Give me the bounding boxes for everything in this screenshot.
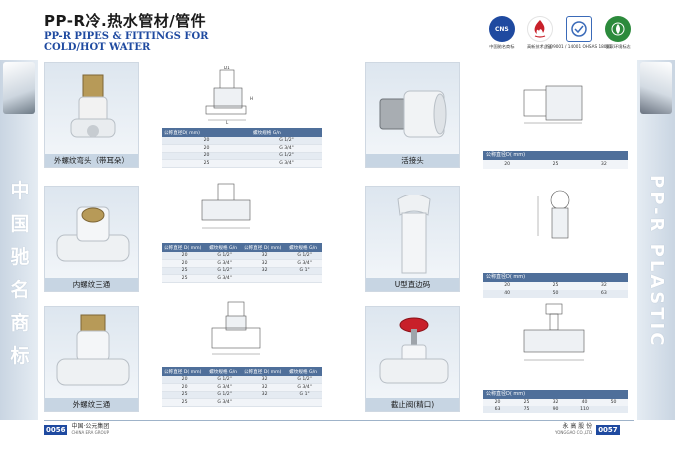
elbow-drawing: D1 L H bbox=[205, 66, 253, 125]
hitech-caption: 高新技术企业 bbox=[526, 44, 553, 49]
footer-divider bbox=[44, 420, 634, 421]
u-clip-drawing bbox=[537, 190, 570, 239]
right-side-strip bbox=[637, 60, 675, 420]
male-tee-image bbox=[56, 314, 130, 386]
elbow-image bbox=[70, 74, 116, 138]
table-header: 公称直径D( mm) bbox=[162, 128, 251, 137]
footer-left: 0056 中国·公元集团 CHINA ERA GROUP bbox=[44, 424, 109, 435]
cns-logo: CNS 中国驰名商标 bbox=[485, 16, 519, 58]
table-header: 螺纹规格 G/n bbox=[250, 128, 322, 137]
eco-logo: 国家环境标志 bbox=[601, 16, 635, 58]
table-row: 20 25 32 40 50 bbox=[483, 399, 628, 406]
u-clip-label: U型直边码 bbox=[366, 278, 459, 291]
elbow-photo: 外螺纹弯头（带耳朵） bbox=[44, 62, 139, 168]
iso-icon bbox=[565, 16, 592, 42]
male-tee-label: 外螺纹三通 bbox=[45, 398, 138, 411]
union-table-header: 公称直径D( mm) bbox=[483, 151, 628, 160]
valve-image bbox=[379, 317, 449, 384]
table-row: 63 75 90 110 bbox=[483, 406, 628, 413]
valve-table-header: 公称直径D( mm) bbox=[483, 390, 628, 399]
u-clip-spec-table: 20 25 32 40 50 63 bbox=[483, 282, 628, 298]
table-row: 20 25 32 bbox=[483, 160, 628, 169]
cns-icon: CNS bbox=[488, 16, 515, 42]
table-row: 40 50 63 bbox=[483, 290, 628, 298]
elbow-label: 外螺纹弯头（带耳朵） bbox=[45, 154, 138, 167]
flame-icon bbox=[526, 16, 553, 42]
page-number-right: 0057 bbox=[596, 424, 620, 435]
subtitle-line-2: COLD/HOT WATER bbox=[44, 42, 151, 53]
certification-logos: CNS 中国驰名商标 高新技术企业 ISO9001 / 14001 OHSAS … bbox=[485, 16, 635, 58]
footer-right: 永 高 股 份 YONGGAO CO.,LTD 0057 bbox=[555, 424, 620, 435]
union-drawing bbox=[523, 85, 583, 124]
u-clip-image bbox=[397, 195, 431, 274]
svg-text:D1: D1 bbox=[224, 66, 230, 70]
female-tee-label: 内螺纹三通 bbox=[45, 278, 138, 291]
female-tee-spec-table: 公称直径 D( mm) 螺纹规格 G/n 公称直径 D( mm) 螺纹规格 G/… bbox=[162, 243, 322, 283]
hitech-logo: 高新技术企业 bbox=[523, 16, 557, 58]
left-vertical-text: 中 国 驰 名 商 标 bbox=[10, 180, 30, 367]
valve-label: 截止阀(精口) bbox=[366, 398, 459, 411]
footer-company-right: 永 高 股 份 YONGGAO CO.,LTD bbox=[555, 423, 593, 436]
valve-drawing bbox=[523, 303, 585, 361]
male-tee-drawing bbox=[211, 301, 261, 355]
iso-logo: ISO9001 / 14001 OHSAS 18001 bbox=[546, 16, 612, 58]
left-thumbnail bbox=[3, 62, 35, 114]
female-tee-image bbox=[56, 206, 130, 262]
subtitle-line-1: PP-R PIPES & FITTINGS FOR bbox=[44, 31, 209, 42]
left-side-strip bbox=[0, 60, 38, 420]
page-number-left: 0056 bbox=[44, 424, 68, 435]
u-clip-photo: U型直边码 bbox=[365, 186, 460, 292]
iso-caption: ISO9001 / 14001 OHSAS 18001 bbox=[545, 44, 612, 49]
eco-caption: 国家环境标志 bbox=[605, 44, 631, 49]
page-title: PP-R冷.热水管材/管件 bbox=[44, 12, 207, 30]
valve-photo: 截止阀(精口) bbox=[365, 306, 460, 412]
right-thumbnail bbox=[640, 62, 672, 114]
male-tee-photo: 外螺纹三通 bbox=[44, 306, 139, 412]
female-tee-photo: 内螺纹三通 bbox=[44, 186, 139, 292]
page-subtitle: PP-R PIPES & FITTINGS FOR COLD/HOT WATER bbox=[44, 31, 208, 53]
right-vertical-text: PP-R PLASTIC bbox=[646, 175, 667, 349]
female-tee-drawing bbox=[201, 183, 251, 229]
male-tee-spec-table: 公称直径 D( mm) 螺纹规格 G/n 公称直径 D( mm) 螺纹规格 G/… bbox=[162, 367, 322, 407]
eco-icon bbox=[605, 16, 632, 42]
union-label: 活接头 bbox=[366, 154, 459, 167]
union-photo: 活接头 bbox=[365, 62, 460, 168]
cns-caption: 中国驰名商标 bbox=[489, 44, 515, 49]
union-image bbox=[379, 90, 447, 138]
svg-text:L: L bbox=[226, 120, 229, 125]
svg-text:H: H bbox=[250, 96, 253, 101]
valve-spec-table: 20 25 32 40 50 63 75 90 110 bbox=[483, 399, 628, 413]
u-clip-table-header: 公称直径D( mm) bbox=[483, 273, 628, 282]
table-row: 20 25 32 bbox=[483, 282, 628, 290]
footer-company-left: 中国·公元集团 CHINA ERA GROUP bbox=[71, 423, 110, 436]
